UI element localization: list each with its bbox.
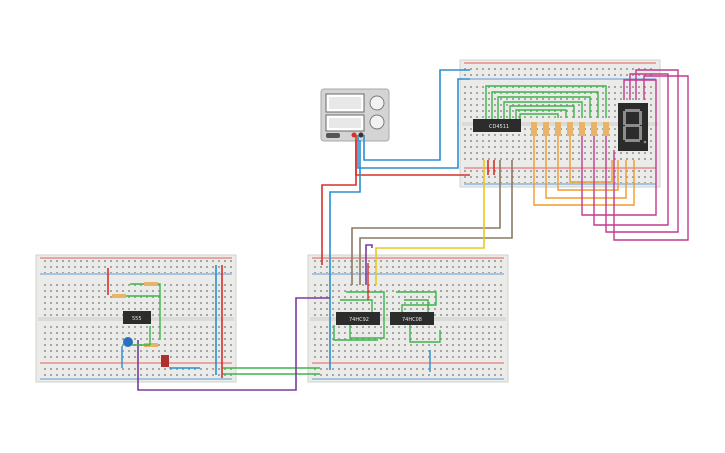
timer-chip-label: 555	[132, 316, 142, 322]
gate-chip-label: 74HC08	[402, 317, 422, 323]
timer-chip-icon[interactable]	[123, 311, 151, 324]
gate-chip[interactable]	[390, 312, 434, 325]
signal-wires	[351, 160, 513, 285]
power-supply-icon[interactable]	[320, 88, 390, 142]
counter-chip-label: 74HC92	[349, 317, 369, 323]
counter-circuit: 74HC92 74HC08	[333, 263, 441, 372]
decoder-circuit: CD4511	[473, 69, 689, 241]
capacitor-red-icon[interactable]	[161, 355, 169, 367]
resistor-3[interactable]	[144, 343, 158, 347]
timer-circuit: 555	[107, 265, 223, 378]
resistor-1[interactable]	[112, 294, 126, 298]
counter-chip[interactable]	[336, 312, 380, 325]
capacitor-blue-icon[interactable]	[123, 337, 133, 347]
power-wires	[321, 69, 470, 370]
seven-segment-display-icon[interactable]	[618, 103, 648, 151]
decoder-chip-label: CD4511	[489, 124, 509, 130]
decoder-chip[interactable]	[473, 119, 521, 132]
bridge-wires	[137, 297, 330, 391]
resistor-2[interactable]	[144, 282, 158, 286]
resistor-bank[interactable]	[531, 122, 609, 136]
